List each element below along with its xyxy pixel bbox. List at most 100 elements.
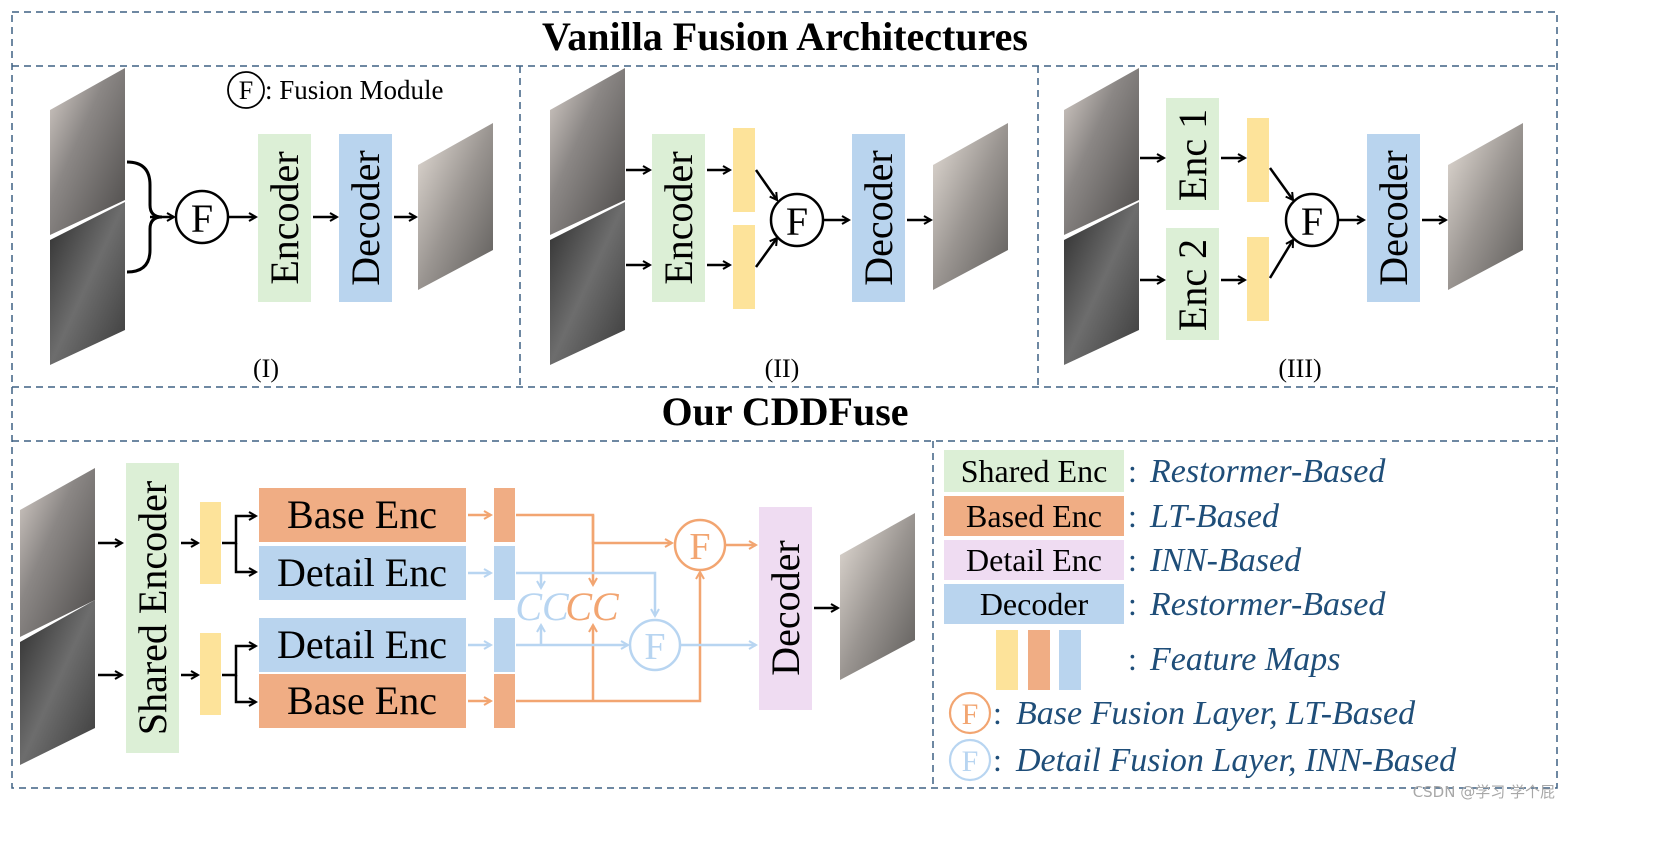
- svg-text::: :: [1128, 498, 1137, 534]
- detail-enc-top: [259, 546, 466, 600]
- cddfuse-pipeline: Shared Encoder Base Enc Detail Enc Detai…: [20, 463, 915, 765]
- cc-loss-detail: CC: [515, 584, 570, 629]
- feature-map: [200, 633, 221, 715]
- vanilla-title: Vanilla Fusion Architectures: [542, 14, 1028, 59]
- base-feature-bottom: [494, 674, 515, 728]
- decoder-block: [759, 507, 812, 710]
- svg-text:Decoder: Decoder: [856, 150, 901, 285]
- cc-loss-base: CC: [565, 584, 620, 629]
- legend-based-enc-swatch: [944, 496, 1124, 536]
- decoder-block: [852, 134, 905, 302]
- svg-text:Base Enc: Base Enc: [287, 492, 437, 537]
- legend-feature-yellow: [996, 630, 1018, 690]
- svg-text:F: F: [191, 196, 213, 241]
- svg-text:Detail Enc: Detail Enc: [277, 550, 447, 595]
- svg-text:Detail Enc: Detail Enc: [277, 622, 447, 667]
- svg-text:F: F: [786, 199, 808, 244]
- cddfuse-title: Our CDDFuse: [661, 389, 908, 434]
- svg-text:Shared Enc: Shared Enc: [961, 453, 1108, 489]
- svg-text::: :: [1128, 453, 1137, 489]
- legend-detail-fusion-symbol: [948, 738, 992, 782]
- svg-text::: :: [1128, 542, 1137, 578]
- svg-text:Based Enc: Based Enc: [966, 498, 1102, 534]
- svg-text:LT-Based: LT-Based: [1149, 498, 1280, 535]
- infrared-image: [20, 600, 95, 765]
- detail-fusion-node: [628, 618, 682, 672]
- base-enc-bottom: [259, 674, 466, 728]
- watermark: CSDN @学习 学个屁: [1413, 783, 1555, 801]
- svg-text:Enc 2: Enc 2: [1170, 239, 1215, 331]
- base-fusion-node: [673, 518, 727, 572]
- legend-detail-enc-swatch: [944, 540, 1124, 580]
- infrared-image: [50, 202, 125, 365]
- svg-text::: :: [1128, 586, 1137, 622]
- svg-text:Decoder: Decoder: [1371, 150, 1416, 285]
- base-enc-top: [259, 488, 466, 542]
- arch-1-label: (I): [253, 354, 279, 383]
- svg-text:Detail Enc: Detail Enc: [966, 542, 1102, 578]
- detail-feature-bottom: [494, 618, 515, 672]
- arch-3: Enc 1 Enc 2 F Decoder (III): [1064, 68, 1523, 383]
- svg-text:Restormer-Based: Restormer-Based: [1149, 453, 1386, 490]
- feature-map: [1247, 118, 1269, 202]
- svg-text:INN-Based: INN-Based: [1149, 542, 1302, 579]
- fused-image: [840, 513, 915, 680]
- base-feature-top: [494, 488, 515, 542]
- svg-text:Enc 1: Enc 1: [1170, 109, 1215, 201]
- decoder-block: [339, 134, 392, 302]
- encoder-block: [258, 134, 311, 302]
- svg-text:Decoder: Decoder: [343, 150, 388, 285]
- encoder-block: [652, 134, 705, 302]
- frames: [11, 11, 1558, 789]
- fusion-module-node: [769, 192, 825, 248]
- fusion-note-text: : Fusion Module: [265, 75, 444, 105]
- arch-2-label: (II): [765, 354, 800, 383]
- fusion-module-node: [174, 189, 230, 245]
- legend-feature-orange: [1028, 630, 1050, 690]
- svg-text:Feature Maps: Feature Maps: [1149, 641, 1340, 678]
- infrared-image: [1064, 202, 1139, 365]
- arch-3-label: (III): [1278, 354, 1321, 383]
- svg-text:Detail Fusion Layer, INN-Based: Detail Fusion Layer, INN-Based: [1015, 742, 1457, 779]
- feature-map: [1247, 237, 1269, 321]
- feature-map: [733, 225, 755, 309]
- svg-text:F: F: [644, 626, 665, 668]
- svg-text::: :: [993, 742, 1002, 778]
- svg-text:Encoder: Encoder: [262, 151, 307, 284]
- legend: Shared Enc : Restormer-Based Based Enc :…: [944, 450, 1457, 782]
- svg-text:F: F: [1301, 199, 1323, 244]
- visible-image: [50, 68, 125, 235]
- arch-2: Encoder F Decoder (II): [550, 68, 1008, 383]
- infrared-image: [550, 202, 625, 365]
- fused-image: [418, 123, 493, 290]
- svg-text:Decoder: Decoder: [763, 540, 808, 675]
- svg-text:F: F: [962, 745, 979, 778]
- enc2-block: [1166, 228, 1219, 340]
- fused-image: [1448, 123, 1523, 290]
- svg-text:Shared Encoder: Shared Encoder: [130, 481, 175, 735]
- svg-text:Encoder: Encoder: [656, 151, 701, 284]
- detail-feature-top: [494, 546, 515, 600]
- feature-map: [200, 502, 221, 584]
- svg-text::: :: [993, 695, 1002, 731]
- svg-text:F: F: [689, 526, 710, 568]
- fused-image: [933, 123, 1008, 290]
- detail-enc-bottom: [259, 618, 466, 672]
- decoder-block: [1367, 134, 1420, 302]
- visible-image: [20, 468, 95, 637]
- svg-text:Base Enc: Base Enc: [287, 678, 437, 723]
- enc1-block: [1166, 98, 1219, 210]
- legend-decoder-swatch: [944, 584, 1124, 624]
- svg-text::: :: [1128, 641, 1137, 677]
- legend-shared-enc-swatch: [944, 450, 1124, 492]
- legend-feature-blue: [1059, 630, 1081, 690]
- svg-text:F: F: [239, 76, 253, 105]
- visible-image: [1064, 68, 1139, 235]
- svg-text:Decoder: Decoder: [980, 586, 1089, 622]
- shared-encoder-block: [126, 463, 179, 753]
- svg-text:Base Fusion Layer, LT-Based: Base Fusion Layer, LT-Based: [1016, 695, 1416, 732]
- visible-image: [550, 68, 625, 235]
- feature-map: [733, 128, 755, 212]
- svg-text:F: F: [962, 698, 979, 731]
- svg-text:Restormer-Based: Restormer-Based: [1149, 586, 1386, 623]
